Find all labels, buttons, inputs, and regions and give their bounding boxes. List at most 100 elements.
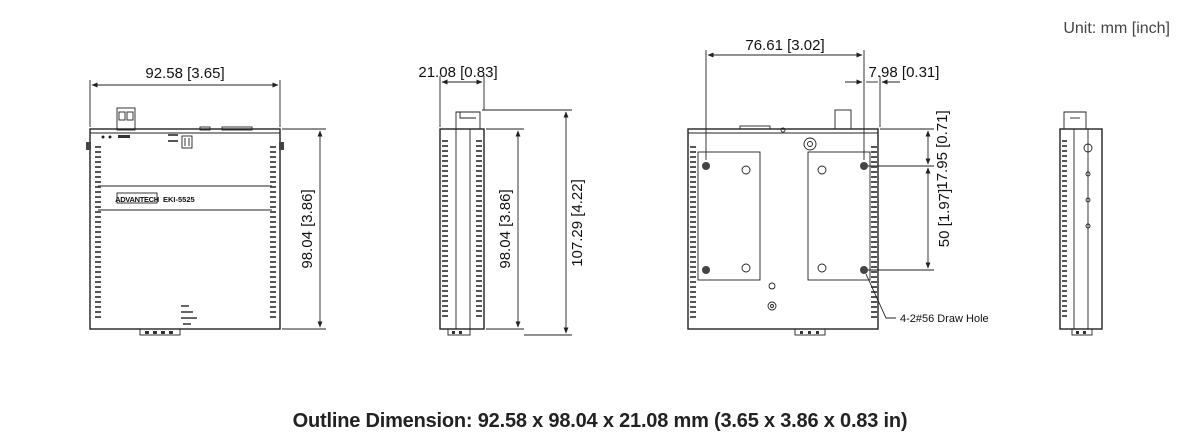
vent-slot (690, 296, 696, 298)
vent-slot (95, 261, 101, 263)
vent-slot (270, 231, 276, 233)
vent-slot (871, 306, 877, 308)
vent-slot (442, 245, 448, 247)
vent-slot (270, 196, 276, 198)
vent-slot (1062, 300, 1067, 302)
side-vent-slots-left (442, 140, 448, 317)
vent-slot (476, 310, 482, 312)
vent-slot (690, 251, 696, 253)
draw-hole-note: 4-2#56 Draw Hole (900, 313, 989, 325)
vent-slot (270, 206, 276, 208)
vent-slot (690, 166, 696, 168)
vent-slot (476, 170, 482, 172)
vent-slot (476, 275, 482, 277)
vent-slot (95, 281, 101, 283)
vent-slot (442, 185, 448, 187)
vent-slot (95, 186, 101, 188)
vent-slot (270, 241, 276, 243)
vent-slot (270, 256, 276, 258)
vent-slot (95, 301, 101, 303)
vent-slot (476, 270, 482, 272)
vent-slot (476, 290, 482, 292)
vent-slot (1062, 185, 1067, 187)
vent-slot (690, 246, 696, 248)
vent-slot (1062, 295, 1067, 297)
vent-slot (442, 250, 448, 252)
outline-dimension-caption: Outline Dimension: 92.58 x 98.04 x 21.08… (292, 410, 908, 432)
vent-slot (476, 240, 482, 242)
vent-slot (690, 201, 696, 203)
vent-slot (95, 176, 101, 178)
vent-slot (95, 316, 101, 318)
vent-slot (270, 251, 276, 253)
vent-slot (871, 211, 877, 213)
draw-hole (860, 162, 868, 170)
vent-slot (1062, 250, 1067, 252)
vent-slot (270, 276, 276, 278)
vent-slot (95, 166, 101, 168)
vent-slot (442, 230, 448, 232)
vent-slot (95, 191, 101, 193)
vent-slot (95, 156, 101, 158)
vent-slot (690, 301, 696, 303)
vent-slot (690, 206, 696, 208)
vent-slot (476, 175, 482, 177)
vent-slot (476, 190, 482, 192)
mounting-plate-right (807, 151, 871, 281)
vent-slot (871, 191, 877, 193)
vent-slot (270, 291, 276, 293)
vent-slot (442, 205, 448, 207)
vent-slot (871, 301, 877, 303)
vent-slot (442, 180, 448, 182)
vent-slot (442, 240, 448, 242)
back-vent-slots-left (690, 146, 696, 318)
vent-slot (270, 146, 276, 148)
vent-slot (690, 196, 696, 198)
vent-slot (690, 266, 696, 268)
vent-slot (476, 255, 482, 257)
vent-slot (270, 306, 276, 308)
unit-label: Unit: mm [inch] (1063, 20, 1170, 37)
vent-slot (476, 180, 482, 182)
vent-slots-right (270, 146, 276, 318)
vent-slot (690, 291, 696, 293)
other-side-view (1059, 111, 1103, 336)
vent-slot (871, 176, 877, 178)
front-height-label: 98.04 [3.86] (299, 189, 316, 268)
vent-slot (1062, 160, 1067, 162)
vent-slot (95, 211, 101, 213)
vent-slot (95, 241, 101, 243)
vent-slot (442, 285, 448, 287)
vent-slot (690, 226, 696, 228)
vent-slot (871, 316, 877, 318)
vent-slot (442, 210, 448, 212)
vent-slot (690, 236, 696, 238)
vent-slot (1062, 280, 1067, 282)
brand-badge (116, 192, 158, 204)
vent-slot (476, 250, 482, 252)
vent-slot (1062, 205, 1067, 207)
vent-slot (690, 191, 696, 193)
vent-slot (871, 196, 877, 198)
vent-slot (270, 161, 276, 163)
vent-slot (476, 195, 482, 197)
vent-slot (476, 280, 482, 282)
vent-slot (95, 256, 101, 258)
back-top-offset-label: 17.95 [0.71] (934, 110, 951, 189)
vent-slot (442, 170, 448, 172)
vent-slot (476, 220, 482, 222)
vent-slot (871, 181, 877, 183)
vent-slot (270, 311, 276, 313)
vent-slot (442, 150, 448, 152)
vent-slot (476, 285, 482, 287)
vent-slot (871, 271, 877, 273)
vent-slot (690, 261, 696, 263)
vent-slot (95, 231, 101, 233)
vent-slot (1062, 220, 1067, 222)
vent-slot (442, 160, 448, 162)
vent-slot (1062, 310, 1067, 312)
vent-slot (1062, 270, 1067, 272)
vent-slot (1062, 305, 1067, 307)
vent-slot (270, 281, 276, 283)
